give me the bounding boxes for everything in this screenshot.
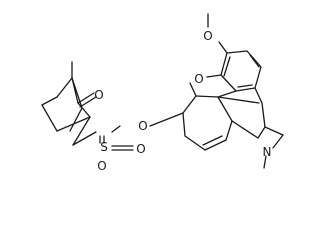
methoxy-oxygen-label: O [203,29,212,43]
furan-oxygen-label: O [194,72,203,86]
sulfonyl-oxygen-right-label: O [136,142,145,156]
sulfur-atom-label: S [100,140,108,154]
sulfonyl-oxygen-bottom-label: O [97,159,106,173]
ester-oxygen-label: O [138,119,147,133]
nitrogen-atom-label: N [263,145,272,159]
bond-lines [41,13,284,169]
ketone-oxygen-label: O [94,88,103,102]
chemical-structure-diagram: O O O O S O O N [41,13,284,173]
